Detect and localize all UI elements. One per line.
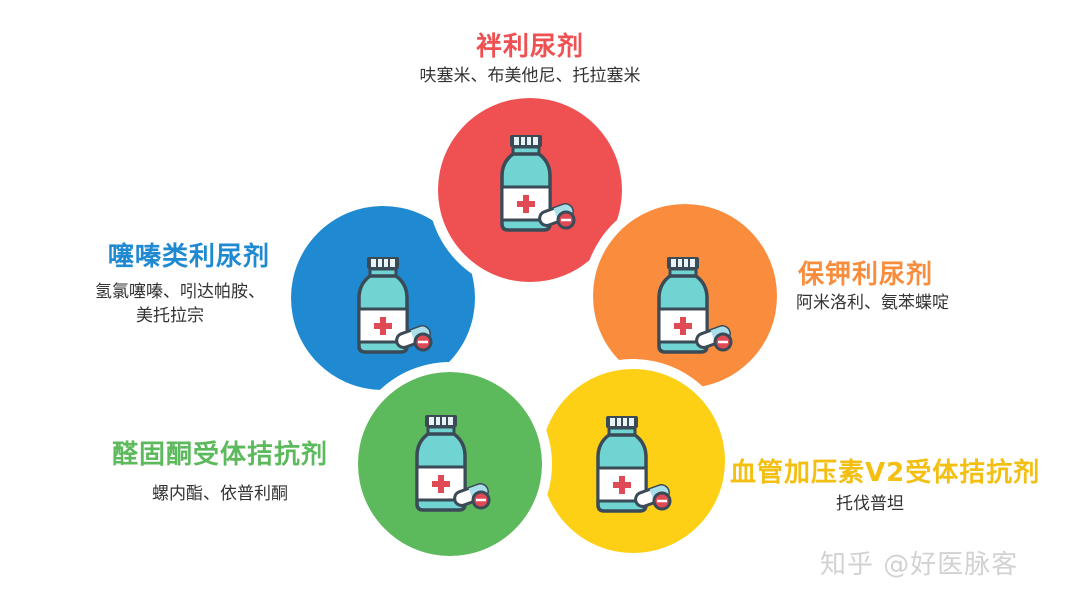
desc-thiazide-line1: 氢氯噻嗪、吲达帕胺、 (95, 282, 265, 302)
title-thiazide: 噻嗪类利尿剂 (107, 242, 270, 272)
title-vasopressin: 血管加压素V2受体拮抗剂 (730, 458, 1041, 488)
desc-thiazide-line2: 美托拉宗 (136, 306, 204, 326)
title-aldosterone: 醛固酮受体拮抗剂 (111, 440, 328, 470)
title-potassium: 保钾利尿剂 (798, 260, 934, 290)
desc-potassium: 阿米洛利、氨苯蝶啶 (796, 293, 949, 313)
desc-loop: 呋塞米、布美他尼、托拉塞米 (419, 66, 641, 86)
desc-vasopressin: 托伐普坦 (836, 494, 904, 514)
title-loop: 袢利尿剂 (475, 32, 584, 62)
desc-aldosterone: 螺内酯、依普利酮 (152, 484, 288, 504)
watermark: 知乎 @好医脉客 (820, 550, 1019, 580)
